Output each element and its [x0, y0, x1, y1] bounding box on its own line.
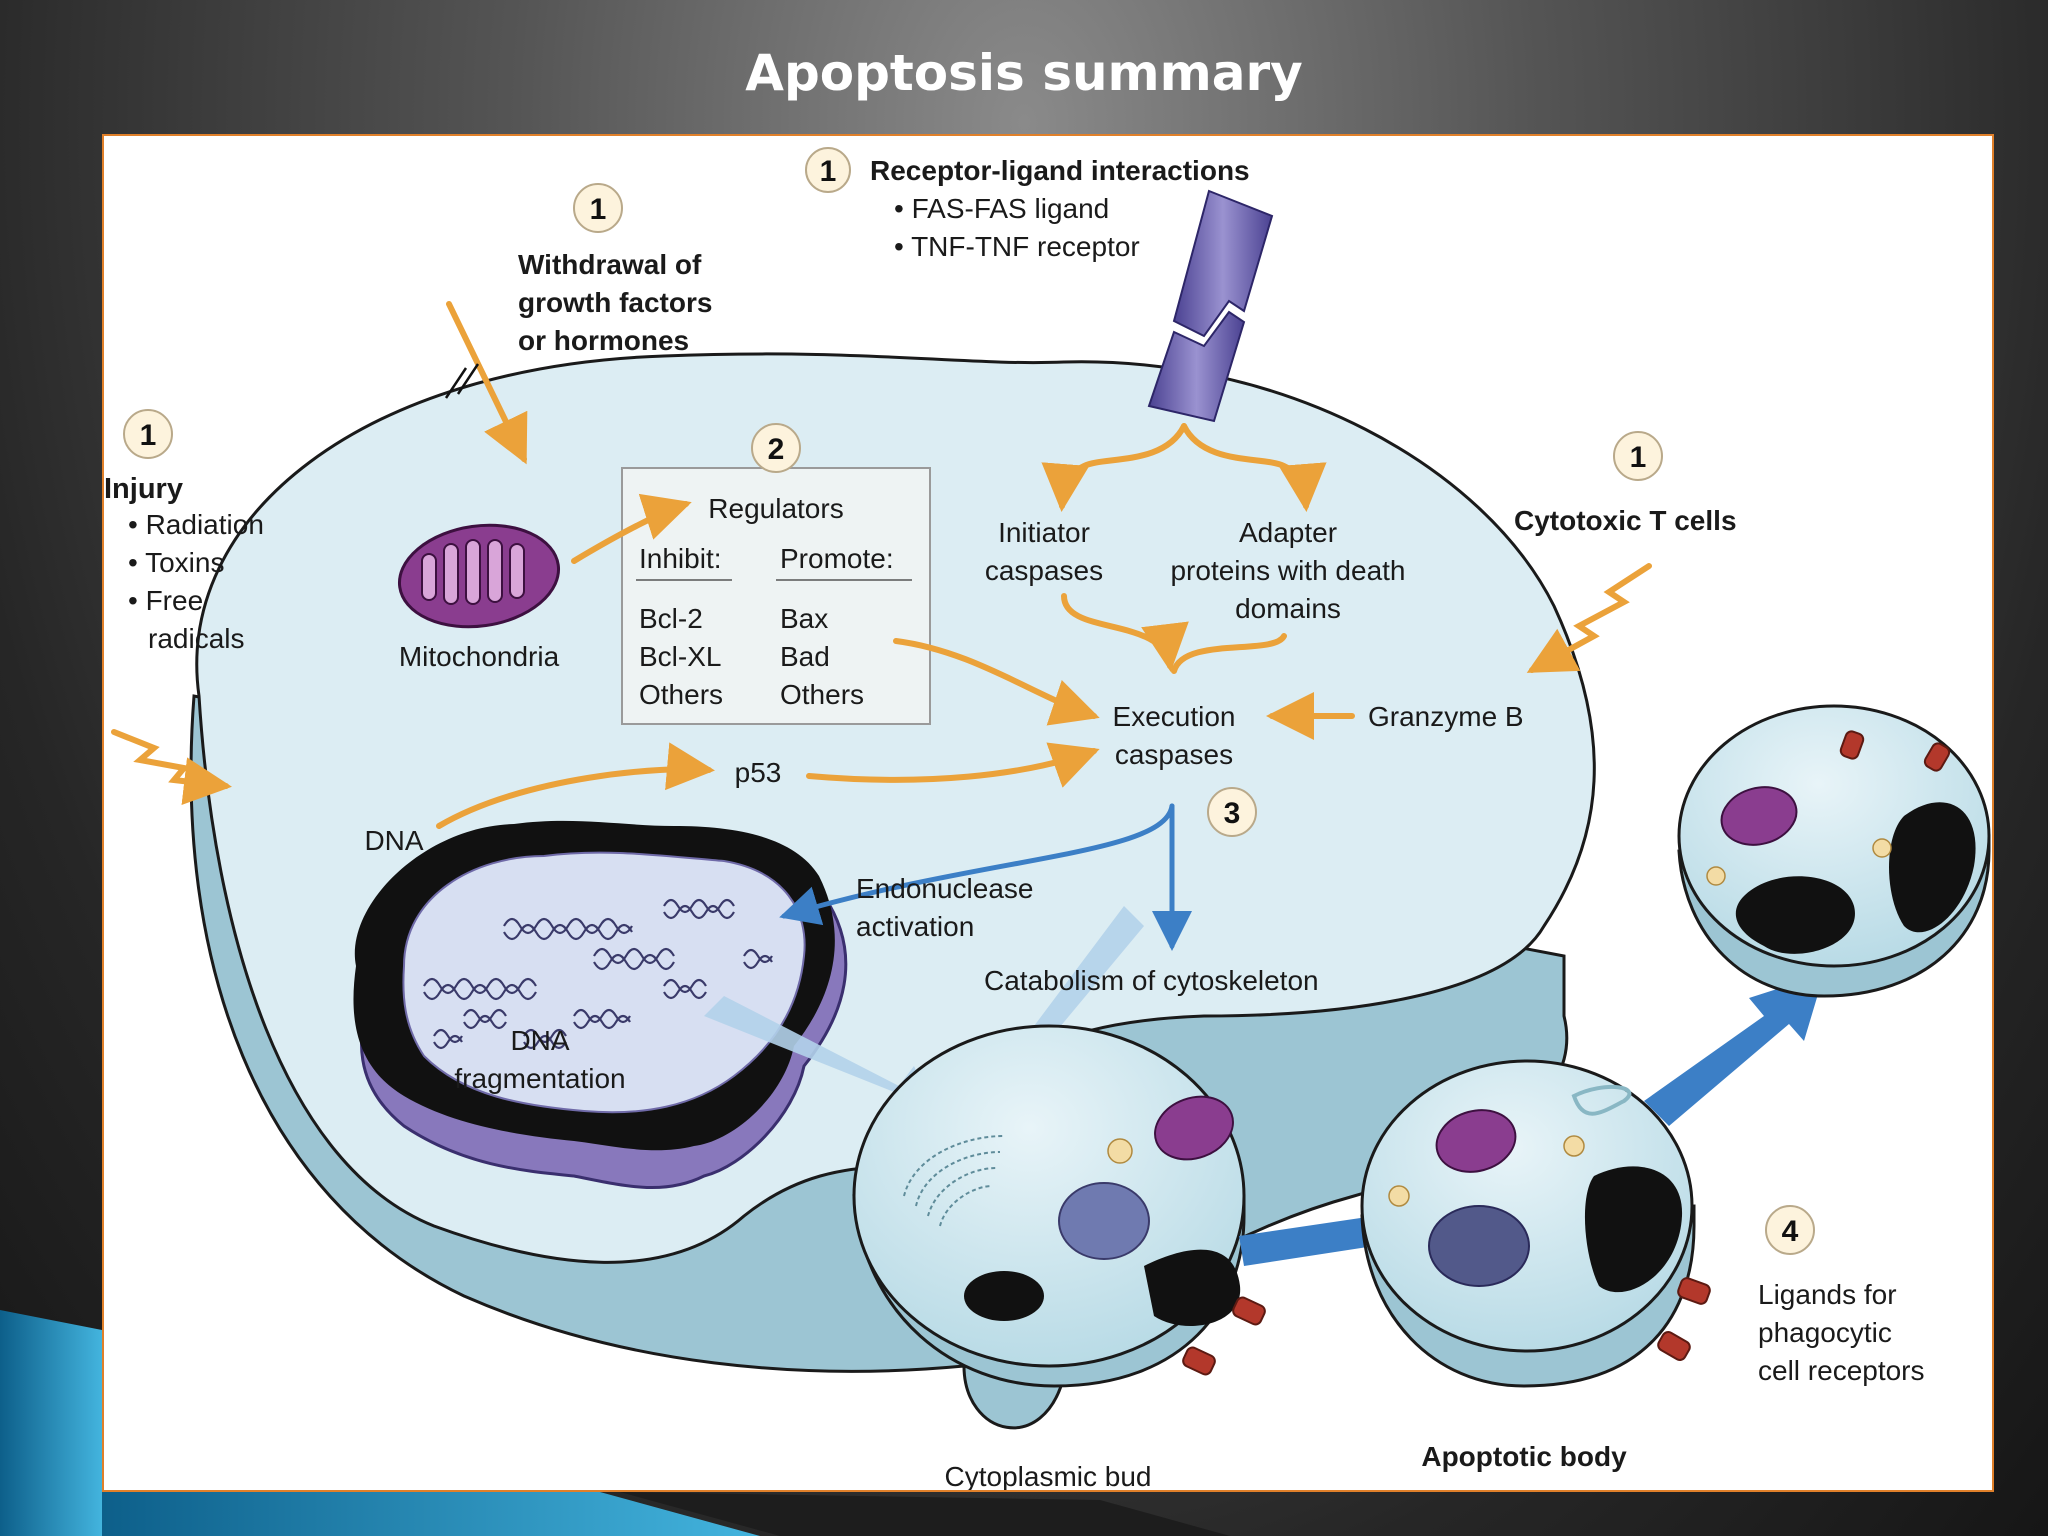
apoptotic-body	[1360, 1059, 1711, 1388]
fragmentation-flow-arrow	[704, 996, 934, 1116]
death-receptor	[1147, 189, 1274, 423]
granzyme-label: Granzyme B	[1368, 701, 1524, 732]
injury-item-toxins: • Toxins	[128, 547, 224, 578]
step3-number: 3	[1224, 797, 1241, 830]
dna-to-p53-arrow	[436, 742, 715, 829]
inhibit-label: Inhibit:	[639, 543, 722, 574]
mitochondrion	[397, 523, 561, 629]
ligands-line3: cell receptors	[1758, 1355, 1925, 1386]
body-to-phagocyte-arrow	[1644, 974, 1824, 1126]
tcell-lightning-arrow	[1526, 563, 1652, 673]
dna-fragmentation-line1: DNA	[510, 1025, 569, 1056]
fragmented-nucleus	[353, 820, 848, 1190]
inhibit-bclxl: Bcl-XL	[639, 641, 721, 672]
p53-to-execution-arrow	[806, 742, 1100, 788]
regulators-to-execution-arrow	[893, 638, 1100, 726]
step2-badge	[751, 423, 801, 473]
regulators-label: Regulators	[708, 493, 843, 524]
receptor-title: Receptor-ligand interactions	[870, 155, 1250, 186]
step1-withdrawal-number: 1	[590, 193, 607, 226]
cytoplasmic-bud-label: Cytoplasmic bud	[945, 1461, 1152, 1492]
endonuclease-arrow	[779, 803, 1175, 926]
injury-item-free: • Free	[128, 585, 203, 616]
step1-injury-number: 1	[140, 419, 157, 452]
injury-lightning-arrow	[111, 729, 232, 806]
step2-number: 2	[768, 433, 785, 466]
ligands-line2: phagocytic	[1758, 1317, 1892, 1348]
promote-bax: Bax	[780, 603, 828, 634]
engulfed-apoptotic-body	[1677, 704, 1991, 998]
receptor-item-tnf: • TNF-TNF receptor	[894, 231, 1140, 262]
adapter-line3: domains	[1235, 593, 1341, 624]
cytoplasmic-bud	[852, 1024, 1266, 1388]
endonuclease-line2: activation	[856, 911, 974, 942]
promote-others: Others	[780, 679, 864, 710]
inhibit-others: Others	[639, 679, 723, 710]
adapter-to-execution-line	[1171, 633, 1287, 674]
inhibit-bcl2: Bcl-2	[639, 603, 703, 634]
adapter-line2: proteins with death	[1170, 555, 1405, 586]
execution-line2: caspases	[1115, 739, 1233, 770]
dna-fragmentation-line2: fragmentation	[454, 1063, 625, 1094]
ligands-line1: Ligands for	[1758, 1279, 1897, 1310]
promote-bad: Bad	[780, 641, 830, 672]
mito-to-regulators-arrow	[571, 493, 692, 564]
catabolism-label: Catabolism of cytoskeleton	[984, 965, 1319, 996]
receptor-to-adapter-arrow	[1181, 423, 1327, 512]
promote-label: Promote:	[780, 543, 894, 574]
dna-label: DNA	[364, 825, 423, 856]
step4-badge	[1765, 1205, 1815, 1255]
withdrawal-line3: or hormones	[518, 325, 689, 356]
step4-number: 4	[1782, 1215, 1799, 1248]
injury-title: Injury	[104, 473, 183, 505]
initiator-to-execution-arrow	[1061, 593, 1189, 672]
adapter-line1: Adapter	[1239, 517, 1337, 548]
injury-item-radicals: radicals	[148, 623, 244, 654]
step1-tcells-number: 1	[1630, 441, 1647, 474]
bud-to-body-arrow	[1239, 1216, 1374, 1266]
step1-tcells-badge	[1613, 431, 1663, 481]
cytotoxic-t-cells-label: Cytotoxic T cells	[1514, 505, 1737, 536]
slide-title: Apoptosis summary	[745, 44, 1303, 102]
apoptotic-body-label: Apoptotic body	[1421, 1441, 1627, 1472]
receptor-to-initiator-arrow	[1041, 423, 1187, 512]
execution-line1: Execution	[1113, 701, 1236, 732]
endonuclease-line1: Endonuclease	[856, 873, 1033, 904]
step1-receptor-number: 1	[820, 155, 837, 188]
apoptosis-diagram: 1 1 1 1 2 3 4 Receptor-ligand interactio…	[104, 147, 1991, 1492]
diagram-panel: 1 1 1 1 2 3 4 Receptor-ligand interactio…	[102, 134, 1994, 1492]
injury-item-radiation: • Radiation	[128, 509, 264, 540]
p53-label: p53	[735, 757, 782, 788]
step1-withdrawal-badge	[573, 183, 623, 233]
step3-badge	[1207, 787, 1257, 837]
withdrawal-line2: growth factors	[518, 287, 712, 318]
receptor-item-fas: • FAS-FAS ligand	[894, 193, 1109, 224]
step1-receptor-badge	[805, 147, 851, 193]
mitochondria-label: Mitochondria	[399, 641, 560, 672]
initiator-line1: Initiator	[998, 517, 1090, 548]
initiator-line2: caspases	[985, 555, 1103, 586]
withdrawal-line1: Withdrawal of	[518, 249, 702, 280]
withdrawal-arrow	[446, 301, 528, 465]
step1-injury-badge	[123, 409, 173, 459]
